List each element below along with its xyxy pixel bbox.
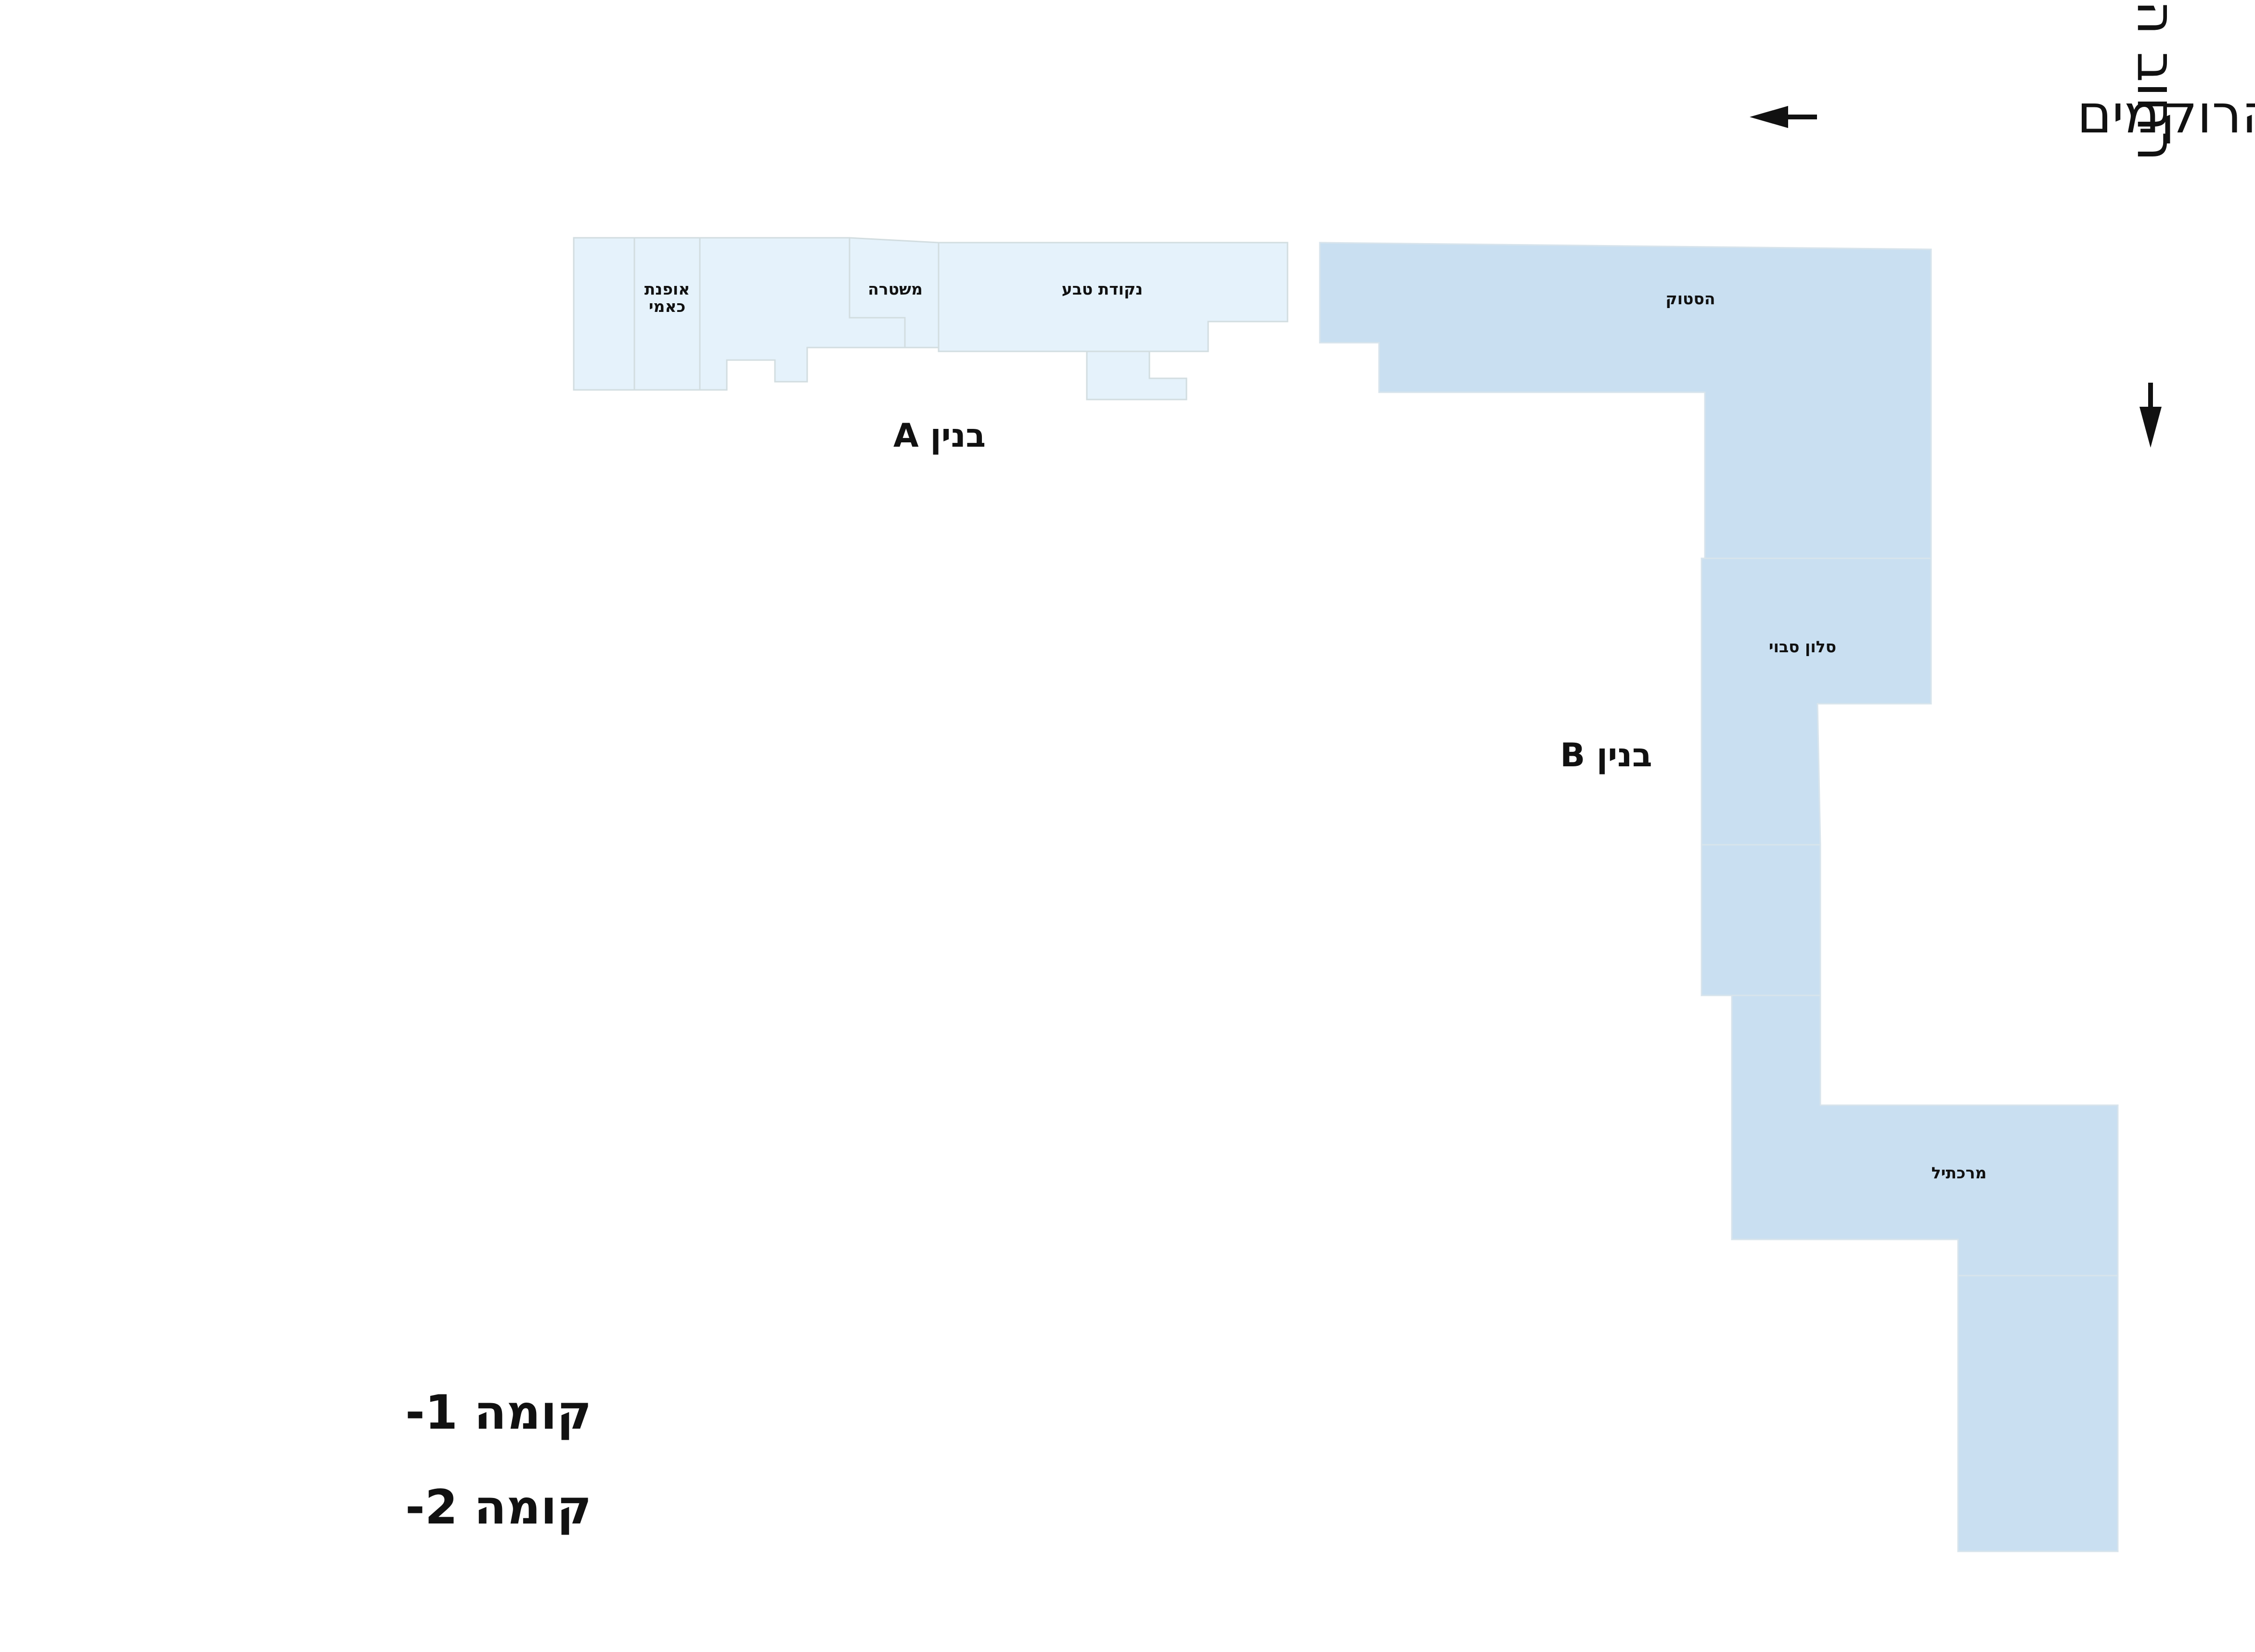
street-harokmim: רחוב הרוקמים — [1750, 83, 2255, 145]
store-label-ofnat-kami-2: כאמי — [649, 297, 685, 316]
floor-minus-2-button[interactable]: קומה 2- — [405, 1480, 592, 1535]
store-label-salon-sabi: סלון סבוי — [1769, 637, 1836, 656]
building-a: אופנת כאמי משטרה נקודת טבע בנין A — [573, 237, 1289, 455]
unit-b-3[interactable] — [1701, 844, 1821, 996]
floor-selector: קומה 1- קומה 2- — [405, 1385, 592, 1535]
arrow-down-icon — [2139, 383, 2162, 448]
unit-nekudat-teva[interactable] — [938, 242, 1289, 352]
store-label-hastok: הסטוק — [1665, 289, 1715, 308]
street-harokmim-label: רחוב הרוקמים — [2077, 83, 2255, 145]
street-halahav-label: רחוב הלהב — [2126, 0, 2187, 161]
unit-salon-sabi[interactable] — [1701, 557, 1932, 846]
building-a-label: בנין A — [893, 417, 986, 455]
store-label-ofnat-kami-1: אופנת — [644, 280, 690, 298]
unit-b-5[interactable] — [1957, 1275, 2119, 1552]
unit-hastok[interactable] — [1319, 242, 1932, 559]
unit-a-6[interactable] — [1086, 350, 1187, 400]
building-b: הסטוק סלון סבוי מרכתיל בנין B — [1319, 242, 2119, 1552]
store-label-mishtara: משטרה — [868, 280, 923, 298]
store-label-nekudat-teva: נקודת טבע — [1062, 280, 1143, 298]
arrow-left-icon — [1750, 106, 1817, 128]
unit-ofnat-kami[interactable] — [633, 237, 701, 391]
unit-merkatil[interactable] — [1731, 994, 2119, 1277]
building-b-label: בנין B — [1560, 736, 1652, 774]
floor-minus-1-button[interactable]: קומה 1- — [405, 1385, 592, 1440]
unit-a-1[interactable] — [573, 237, 635, 391]
street-halahav: רחוב הלהב — [2126, 0, 2187, 448]
store-label-merkatil: מרכתיל — [1932, 1163, 1987, 1182]
